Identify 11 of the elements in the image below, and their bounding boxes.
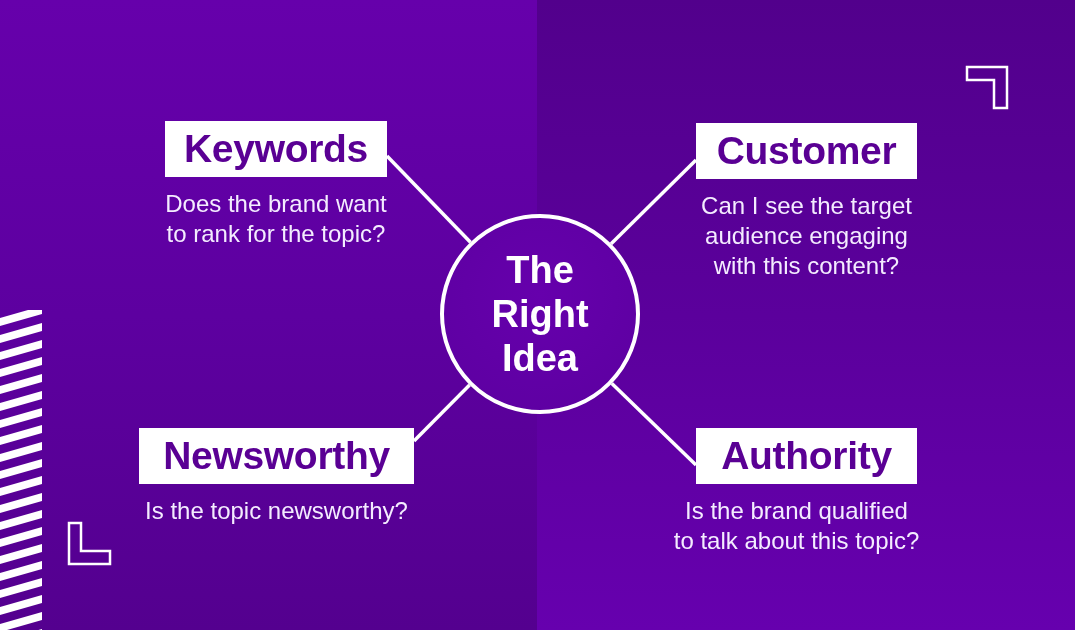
question-text: Is the topic newsworthy? (144, 496, 409, 526)
connector-line (610, 382, 698, 467)
question-text: Is the brand qualified to talk about this topic? (672, 496, 921, 556)
category-heading: Keywords (165, 121, 387, 177)
circle-title: The Right Idea (490, 248, 590, 380)
category-heading: Authority (696, 428, 917, 484)
category-heading: Newsworthy (139, 428, 414, 484)
category-heading: Customer (696, 123, 917, 179)
question-text: Can I see the target audience engaging with this content? (700, 191, 913, 281)
connector-line (609, 158, 698, 245)
question-text: Does the brand want to rank for the topic? (164, 189, 388, 249)
